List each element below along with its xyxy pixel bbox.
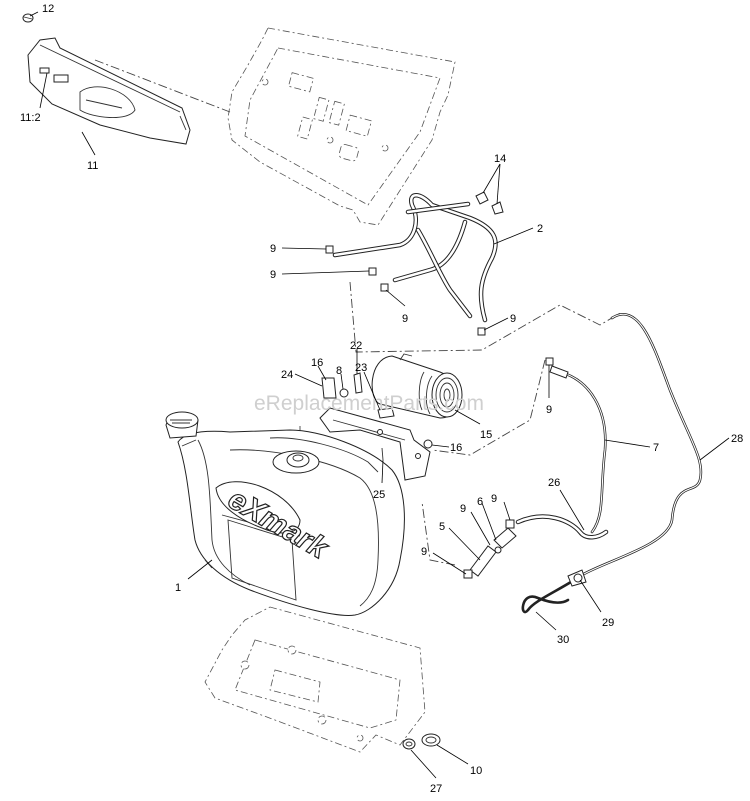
inline-fitting-parts	[463, 519, 517, 579]
callout-label: 2	[537, 223, 543, 235]
callout-label: 9	[421, 546, 427, 558]
fuel-tank-part	[165, 411, 405, 616]
callout-label: 9	[270, 269, 276, 281]
frame-plate-ghost	[227, 27, 456, 226]
callout-label: 16	[311, 357, 323, 369]
callout-label: 6	[477, 496, 483, 508]
callout-label: 22	[350, 340, 362, 352]
lower-mount-plate-ghost	[204, 606, 426, 753]
callout-label: 12	[42, 3, 54, 15]
callout-label: 5	[439, 521, 445, 533]
callout-label: 9	[402, 313, 408, 325]
callout-label: 7	[653, 442, 659, 454]
callout-label: 23	[355, 362, 367, 374]
callout-label: 1	[175, 582, 181, 594]
callout-labels: 12 11:2 11 14 2 9 9 9 9 22 16 8 23 24 15…	[20, 3, 743, 795]
callout-label: 28	[731, 433, 743, 445]
callout-label: 10	[470, 765, 482, 777]
grommet-parts	[402, 733, 441, 750]
callout-label: 29	[602, 617, 614, 629]
sensor-cable-part	[521, 313, 703, 614]
callout-label: 26	[548, 477, 560, 489]
hose-clamps-upper	[325, 245, 486, 336]
canister-part	[371, 353, 463, 419]
callout-label: 24	[281, 369, 293, 381]
callout-label: 16	[450, 442, 462, 454]
clip-parts	[475, 191, 504, 215]
mount-bracket-part	[319, 407, 431, 481]
callout-label: 11:2	[20, 112, 41, 124]
vent-hose-part	[332, 193, 498, 323]
callout-label: 9	[510, 313, 516, 325]
callout-label: 30	[557, 634, 569, 646]
callout-label: 27	[430, 783, 442, 795]
hardware-parts	[321, 372, 433, 461]
cover-shield-part	[27, 37, 191, 145]
callout-label: 11	[87, 160, 98, 172]
callout-label: 9	[546, 404, 552, 416]
watermark-text: eReplacementParts.com	[254, 392, 484, 415]
callout-label: 9	[460, 503, 466, 515]
callout-label: 25	[373, 489, 385, 501]
callout-label: 14	[494, 153, 506, 165]
callout-label: 9	[270, 243, 276, 255]
callout-label: 8	[336, 365, 342, 377]
callout-label: 9	[491, 493, 497, 505]
leader-lines	[29, 11, 730, 779]
callout-label: 15	[480, 429, 492, 441]
fuel-line-part	[515, 357, 609, 540]
